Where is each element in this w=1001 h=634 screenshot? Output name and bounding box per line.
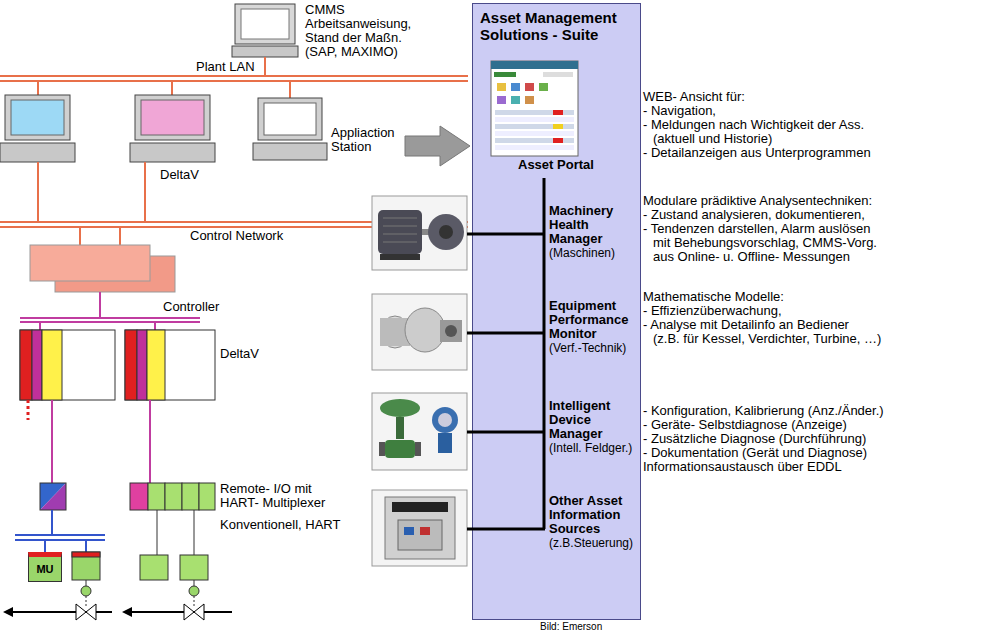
module-name: Other Asset Information Sources [549, 494, 637, 536]
module-name: Intelligent Device Manager [549, 399, 637, 441]
label-text: - Geräte- Selbstdiagnose (Anzeige) [643, 418, 847, 432]
module-note: (Verf.-Technik) [549, 341, 626, 355]
label-text: - Konfiguration, Kalibrierung (Anz./Ände… [643, 404, 884, 418]
label-text: Informationsaustausch über EDDL [643, 460, 842, 474]
label-text: - Tendenzen darstellen, Alarm auslösen [643, 222, 870, 236]
label-text: HART- Multiplexer [220, 496, 325, 510]
label-text: Station [331, 140, 371, 154]
label-text: Modulare prädiktive Analysentechniken: [643, 194, 872, 208]
label-text: aus Online- u. Offline- Messungen [653, 250, 850, 264]
module-note: (Maschinen) [549, 246, 615, 260]
label-text: (z.B. für Kessel, Verdichter, Turbine, …… [653, 332, 881, 346]
label-text: Bild: Emerson [540, 621, 602, 632]
label-text: Controller [163, 300, 219, 314]
label-text: (SAP, MAXIMO) [305, 45, 398, 59]
label-text: Appliaction [331, 126, 395, 140]
label-text: Remote- I/O mit [220, 482, 312, 496]
label-text: - Zustand analysieren, dokumentieren, [643, 208, 865, 222]
suite-panel: Asset Management Solutions - SuiteAsset … [472, 3, 641, 620]
label-text: Mathematische Modelle: [643, 290, 784, 304]
label-text: mit Behebungsvorschlag, CMMS-Vorg. [653, 236, 877, 250]
label-text: WEB- Ansicht für: [643, 90, 745, 104]
label-text: Control Network [190, 229, 283, 243]
label-text: (aktuell und Historie) [653, 132, 772, 146]
panel-title: Asset Management Solutions - Suite [480, 9, 636, 43]
label-text: DeltaV [220, 347, 259, 361]
label-text: Arbeitsanweisung, [305, 17, 411, 31]
module-note: (Intell. Feldger.) [549, 441, 632, 455]
module-name: Equipment Performance Monitor [549, 299, 637, 341]
label-text: - Analyse mit Detailinfo an Bediener [643, 318, 849, 332]
module-note: (z.B.Steuerung) [549, 536, 633, 550]
label-text: - Navigation, [643, 104, 716, 118]
label-text: - Dokumentation (Gerät und Diagnose) [643, 446, 867, 460]
box-label: MU [36, 563, 53, 575]
label-text: - Detailanzeigen aus Unterprogrammen [643, 146, 871, 160]
label-text: Konventionell, HART [220, 518, 340, 532]
module-name: Machinery Health Manager [549, 204, 637, 246]
label-text: - Meldungen nach Wichtigkeit der Ass. [643, 118, 864, 132]
label-text: Stand der Maßn. [305, 31, 402, 45]
portal-label: Asset Portal [518, 158, 594, 172]
label-text: CMMS [305, 3, 345, 17]
label-text: DeltaV [160, 168, 199, 182]
mu-box: MU [28, 552, 62, 582]
label-text: - Effizienzüberwachung, [643, 304, 782, 318]
label-text: - Zusätzliche Diagnose (Durchführung) [643, 432, 866, 446]
label-text: Plant LAN [196, 60, 255, 74]
